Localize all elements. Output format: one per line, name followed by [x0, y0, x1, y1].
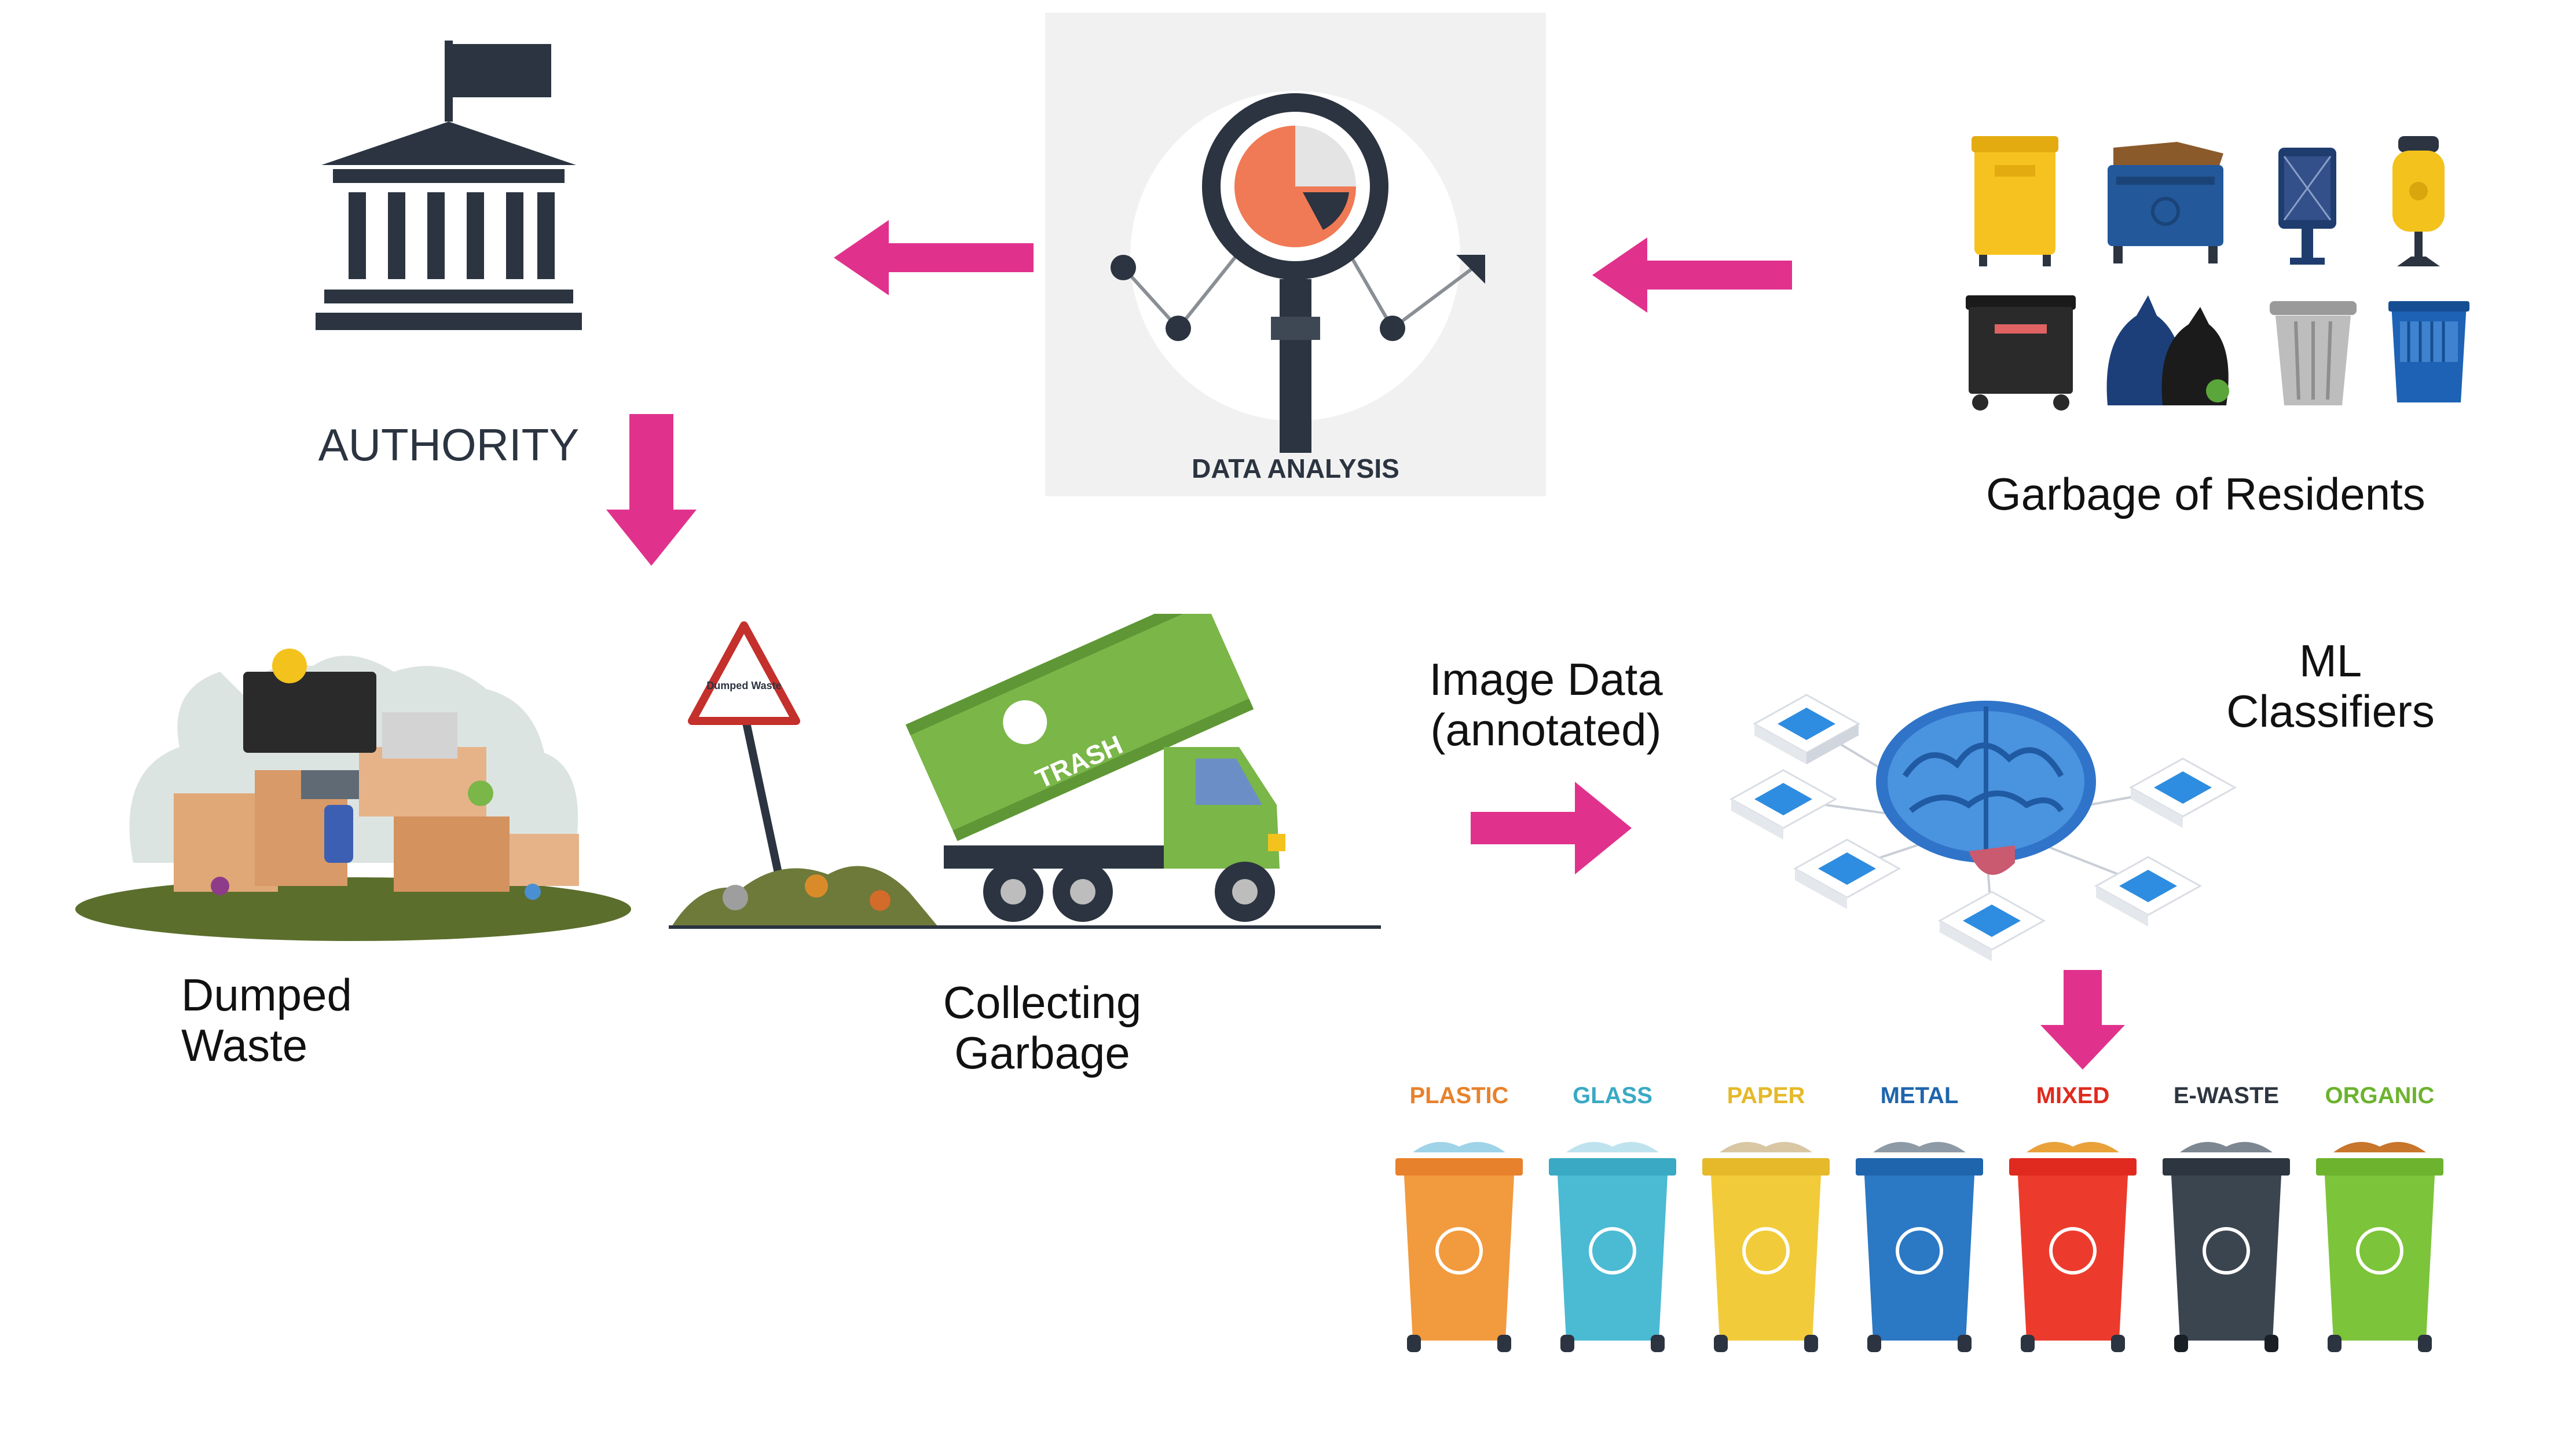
- ml-line2: Classifiers: [2226, 686, 2435, 737]
- authority-building-icon: [313, 35, 585, 336]
- mixed-bin-icon: [2009, 1142, 2137, 1352]
- dumped-waste-label: Dumped Waste: [181, 969, 413, 1071]
- metal-trash-can-icon: [2270, 301, 2357, 405]
- e-waste-bin-icon: [2163, 1142, 2290, 1352]
- resident-bins-group: [1963, 130, 2484, 420]
- data-analysis-label: DATA ANALYSIS: [1192, 453, 1399, 484]
- category-label-mixed: MIXED: [2036, 1083, 2110, 1108]
- authority-label: AUTHORITY: [318, 419, 580, 470]
- chip-icon: [2094, 856, 2203, 927]
- garbage-truck-illustration: Dumped Waste TRASH: [666, 614, 1384, 944]
- collecting-line1: Collecting: [943, 977, 1142, 1028]
- category-label-plastic: PLASTIC: [1409, 1083, 1509, 1108]
- category-label-organic: ORGANIC: [2325, 1083, 2435, 1108]
- chip-icon: [2128, 757, 2237, 828]
- garbage-bags-icon: [2106, 295, 2229, 405]
- arrow-image-data-to-ml: [1471, 782, 1633, 874]
- category-label-glass: GLASS: [1573, 1083, 1652, 1108]
- dumped-waste-illustration: [69, 620, 637, 944]
- category-label-e-waste: E-WASTE: [2173, 1083, 2280, 1108]
- blue-basket-icon: [2388, 301, 2469, 402]
- category-label-metal: METAL: [1880, 1083, 1959, 1108]
- yellow-post-bin-icon: [2392, 136, 2445, 266]
- chip-icon: [1729, 769, 1838, 840]
- dumped-waste-line1: Dumped: [181, 969, 352, 1020]
- ml-classifiers-label: ML Classifiers: [2200, 635, 2461, 737]
- arrow-analysis-to-authority: [834, 220, 1036, 295]
- chip-icon: [1752, 694, 1861, 764]
- black-container-icon: [1966, 295, 2076, 411]
- chip-icon: [1793, 838, 1901, 909]
- blue-dumpster-icon: [2108, 142, 2223, 263]
- image-data-line1: Image Data: [1429, 654, 1663, 705]
- data-analysis-panel: DATA ANALYSIS: [1045, 13, 1546, 496]
- arrow-residents-to-analysis: [1592, 237, 1795, 313]
- residents-label: Garbage of Residents: [1986, 468, 2425, 519]
- ml-network-illustration: [1714, 660, 2264, 973]
- yellow-bin-icon: [1972, 136, 2058, 266]
- paper-bin-icon: [1702, 1142, 1830, 1352]
- brain-icon: [1876, 701, 2096, 875]
- image-data-line2: (annotated): [1430, 704, 1662, 756]
- wire-bin-icon: [2278, 148, 2336, 265]
- arrow-authority-down: [605, 414, 698, 567]
- category-bins-row: PLASTIC GLASS PAPER METAL MIXED E-WASTE …: [1390, 1083, 2490, 1372]
- collecting-garbage-label: Collecting Garbage: [897, 977, 1187, 1079]
- collecting-line2: Garbage: [954, 1027, 1130, 1079]
- plastic-bin-icon: [1395, 1142, 1523, 1352]
- chip-icon: [1937, 891, 2046, 961]
- ml-line1: ML: [2299, 635, 2362, 686]
- arrow-ml-down: [2039, 970, 2126, 1071]
- sign-text: Dumped Waste: [706, 680, 781, 691]
- glass-bin-icon: [1549, 1142, 1676, 1352]
- category-label-paper: PAPER: [1727, 1083, 1805, 1108]
- organic-bin-icon: [2316, 1142, 2443, 1352]
- image-data-label: Image Data (annotated): [1401, 654, 1691, 756]
- dumped-waste-line2: Waste: [181, 1020, 308, 1071]
- metal-bin-icon: [1856, 1142, 1983, 1352]
